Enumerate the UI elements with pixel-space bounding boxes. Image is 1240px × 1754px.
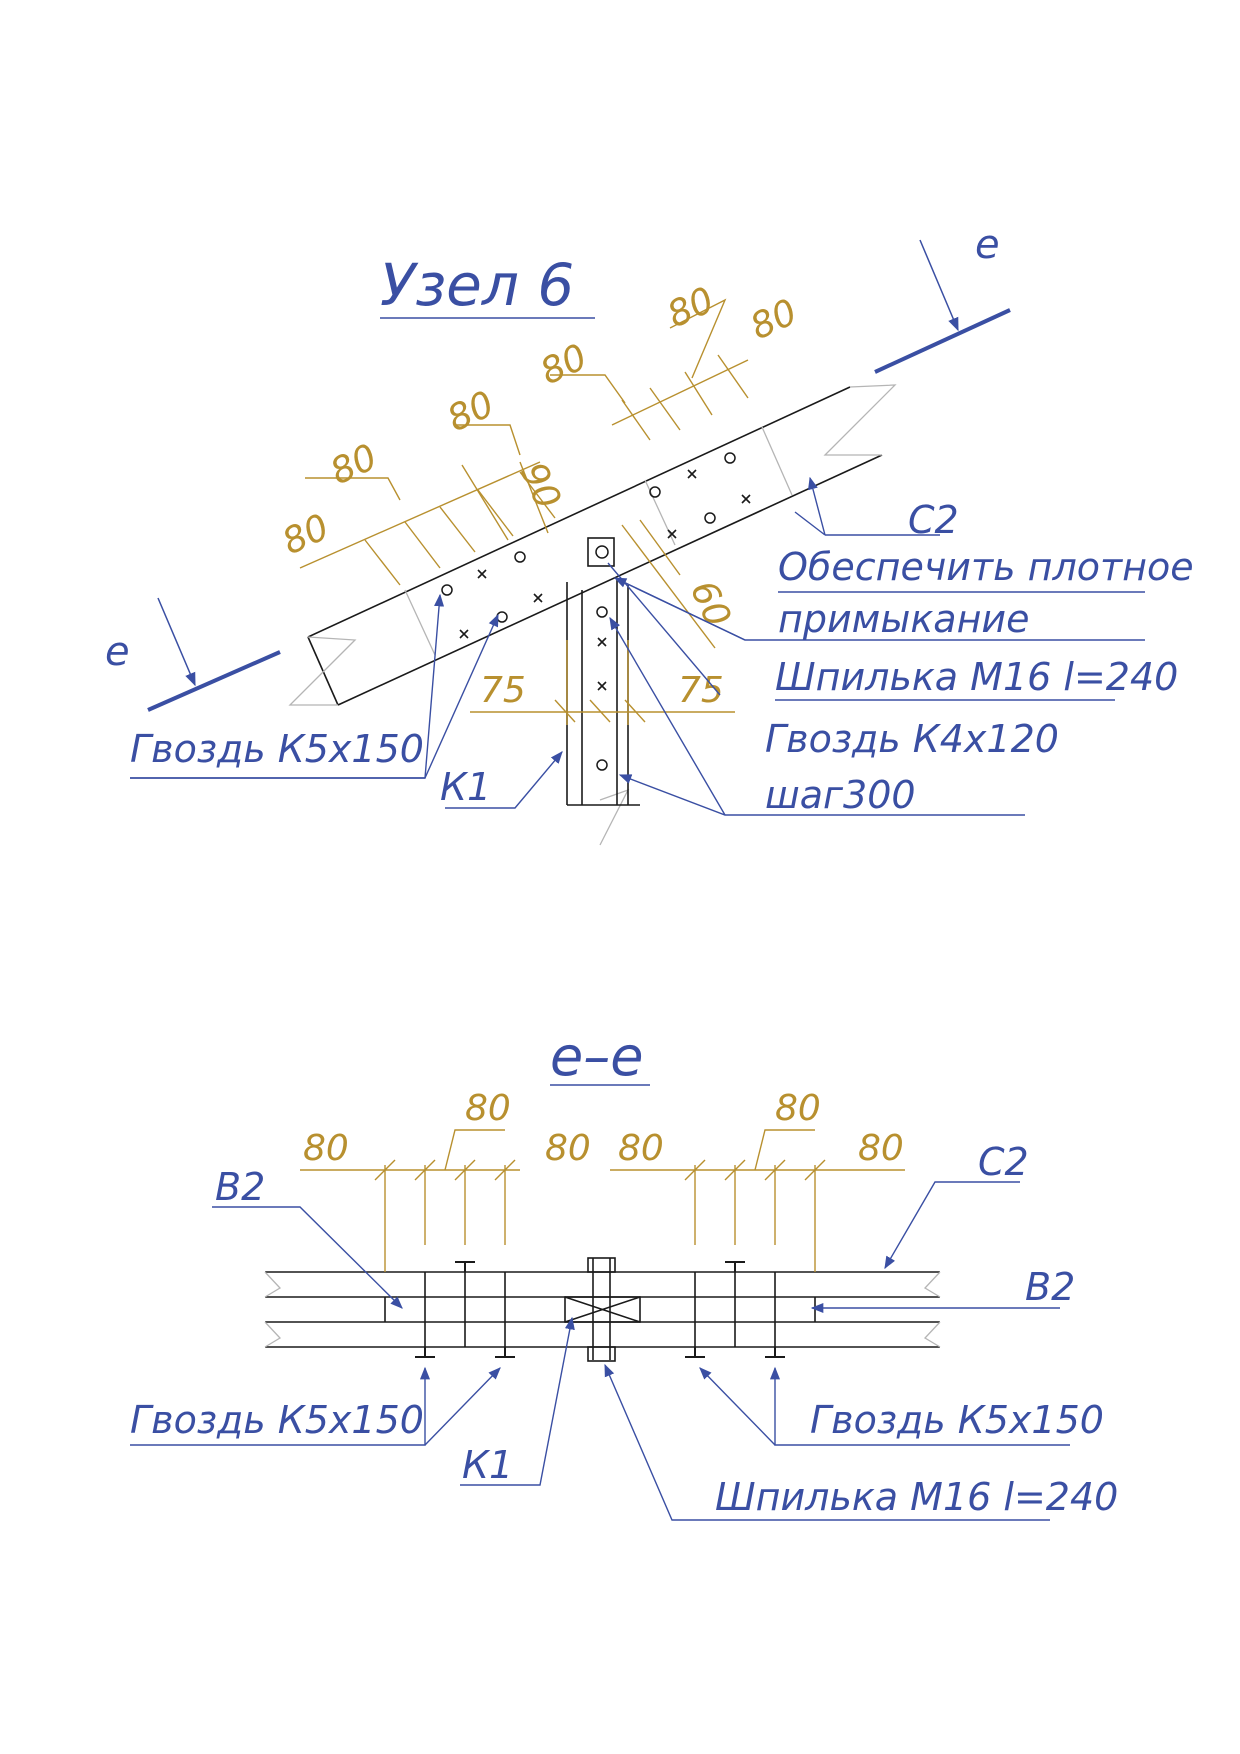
label-fit-line2: примыкание xyxy=(778,597,1030,641)
dim-sec-r1: 80 xyxy=(618,1128,664,1169)
nail-marks xyxy=(459,469,751,691)
cut-arrow-right xyxy=(919,239,959,332)
post xyxy=(566,537,640,806)
section-leaders xyxy=(130,1181,1070,1521)
cut-mark-left: е xyxy=(105,629,130,675)
dim-right-a: 80 xyxy=(534,337,593,394)
sec-label-stud: Шпилька М16 l=240 xyxy=(715,1475,1118,1519)
section-title: е–е xyxy=(550,1025,643,1088)
dim-right-c: 80 xyxy=(744,292,803,349)
dim-left-b: 80 xyxy=(324,437,383,494)
dim-sec-r3: 80 xyxy=(858,1128,904,1169)
sec-label-nail-right: Гвоздь К5х150 xyxy=(810,1398,1104,1442)
node-6-view: Узел 6 xyxy=(105,222,1194,846)
cut-mark-right: е xyxy=(975,222,1000,268)
dim-left-a: 80 xyxy=(276,507,335,564)
dim-sec-r2: 80 xyxy=(775,1088,821,1129)
cut-arrow-left xyxy=(157,597,196,687)
section-break-marks xyxy=(264,1271,941,1348)
label-nail-small-1: Гвоздь К4х120 xyxy=(765,717,1059,761)
sec-label-nail-left: Гвоздь К5х150 xyxy=(130,1398,424,1442)
label-nail-big: Гвоздь К5х150 xyxy=(130,727,424,771)
sec-label-b2-right: В2 xyxy=(1025,1265,1075,1309)
sec-label-c2: С2 xyxy=(978,1140,1029,1184)
label-fit-line1: Обеспечить плотное xyxy=(778,545,1194,589)
dim-sec-l3: 80 xyxy=(545,1128,591,1169)
dimension-lines xyxy=(299,298,749,725)
sec-label-b2-left: В2 xyxy=(215,1165,265,1209)
dim-left-c: 80 xyxy=(441,384,500,441)
section-e-e-view: е–е xyxy=(130,1025,1118,1521)
dim-post-left: 75 xyxy=(480,670,526,711)
sec-label-k1: К1 xyxy=(462,1443,513,1487)
label-stud: Шпилька М16 l=240 xyxy=(775,655,1178,699)
dim-sec-l2: 80 xyxy=(465,1088,511,1129)
dim-right-d: 60 xyxy=(682,574,739,633)
label-k1: К1 xyxy=(440,765,491,809)
node-title: Узел 6 xyxy=(380,251,574,319)
dim-left-d: 90 xyxy=(512,456,569,515)
cut-line-e xyxy=(147,308,1011,712)
rafter-beam xyxy=(307,386,883,706)
stud-bolts xyxy=(441,452,736,771)
dim-sec-l1: 80 xyxy=(303,1128,349,1169)
label-nail-small-2: шаг300 xyxy=(765,773,916,817)
section-beams xyxy=(265,1257,940,1362)
label-c2: С2 xyxy=(908,498,959,542)
section-dimensions xyxy=(300,1129,905,1272)
section-nails xyxy=(415,1261,785,1358)
